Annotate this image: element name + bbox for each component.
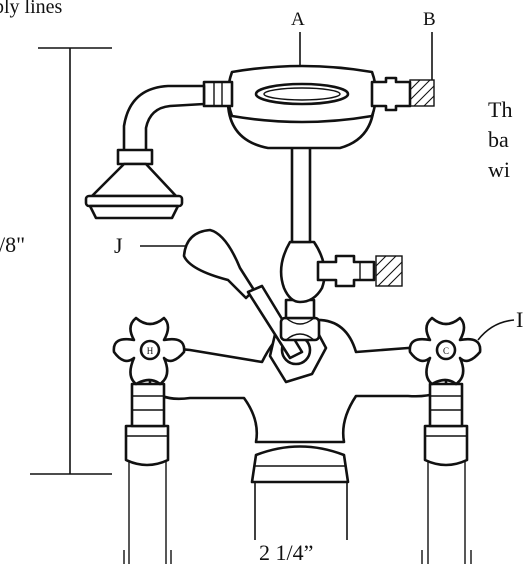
callout-b: B [423, 9, 436, 80]
callout-j-label: J [114, 233, 123, 258]
shower-head [84, 148, 184, 220]
side-text-line-3: wi [488, 157, 510, 182]
cold-handle-label: C [443, 346, 449, 356]
side-outlet [316, 254, 376, 288]
supply-nut-left [124, 424, 170, 467]
supply-line-left [123, 450, 172, 564]
side-text-line-2: ba [488, 127, 509, 152]
hot-cross-handle[interactable]: H [112, 316, 186, 386]
handshower-left-connector [202, 80, 234, 108]
valve-stem-right [428, 382, 464, 428]
callout-a-label: A [291, 9, 305, 30]
height-dimension-label: 5/8" [0, 232, 25, 257]
column-collar-nut [279, 316, 321, 342]
width-dimension-label: 2 1/4” [259, 540, 313, 564]
handshower-right-connector [370, 76, 412, 112]
handshower-handle[interactable] [226, 64, 378, 124]
callout-right-label: I [516, 307, 523, 332]
callout-b-label: B [423, 9, 436, 30]
hot-handle-label: H [147, 346, 154, 356]
header-text: ply lines [0, 0, 63, 18]
height-dimension: 5/8" [0, 47, 112, 475]
width-dimension: 2 1/4” [254, 482, 348, 564]
faucet-base [250, 445, 350, 484]
supply-nut-right [423, 424, 469, 467]
cold-cross-handle[interactable]: C [408, 316, 482, 386]
supply-line-right [421, 450, 472, 564]
cradle-stem [290, 144, 312, 244]
side-outlet-hatch [375, 255, 403, 287]
callout-right: I [477, 307, 523, 341]
side-text-line-1: Th [488, 97, 512, 122]
valve-stem-left [130, 382, 166, 428]
shower-gooseneck [122, 84, 206, 154]
hose-hatch [409, 79, 435, 107]
callout-a: A [291, 9, 305, 66]
callout-j: J [114, 233, 186, 258]
